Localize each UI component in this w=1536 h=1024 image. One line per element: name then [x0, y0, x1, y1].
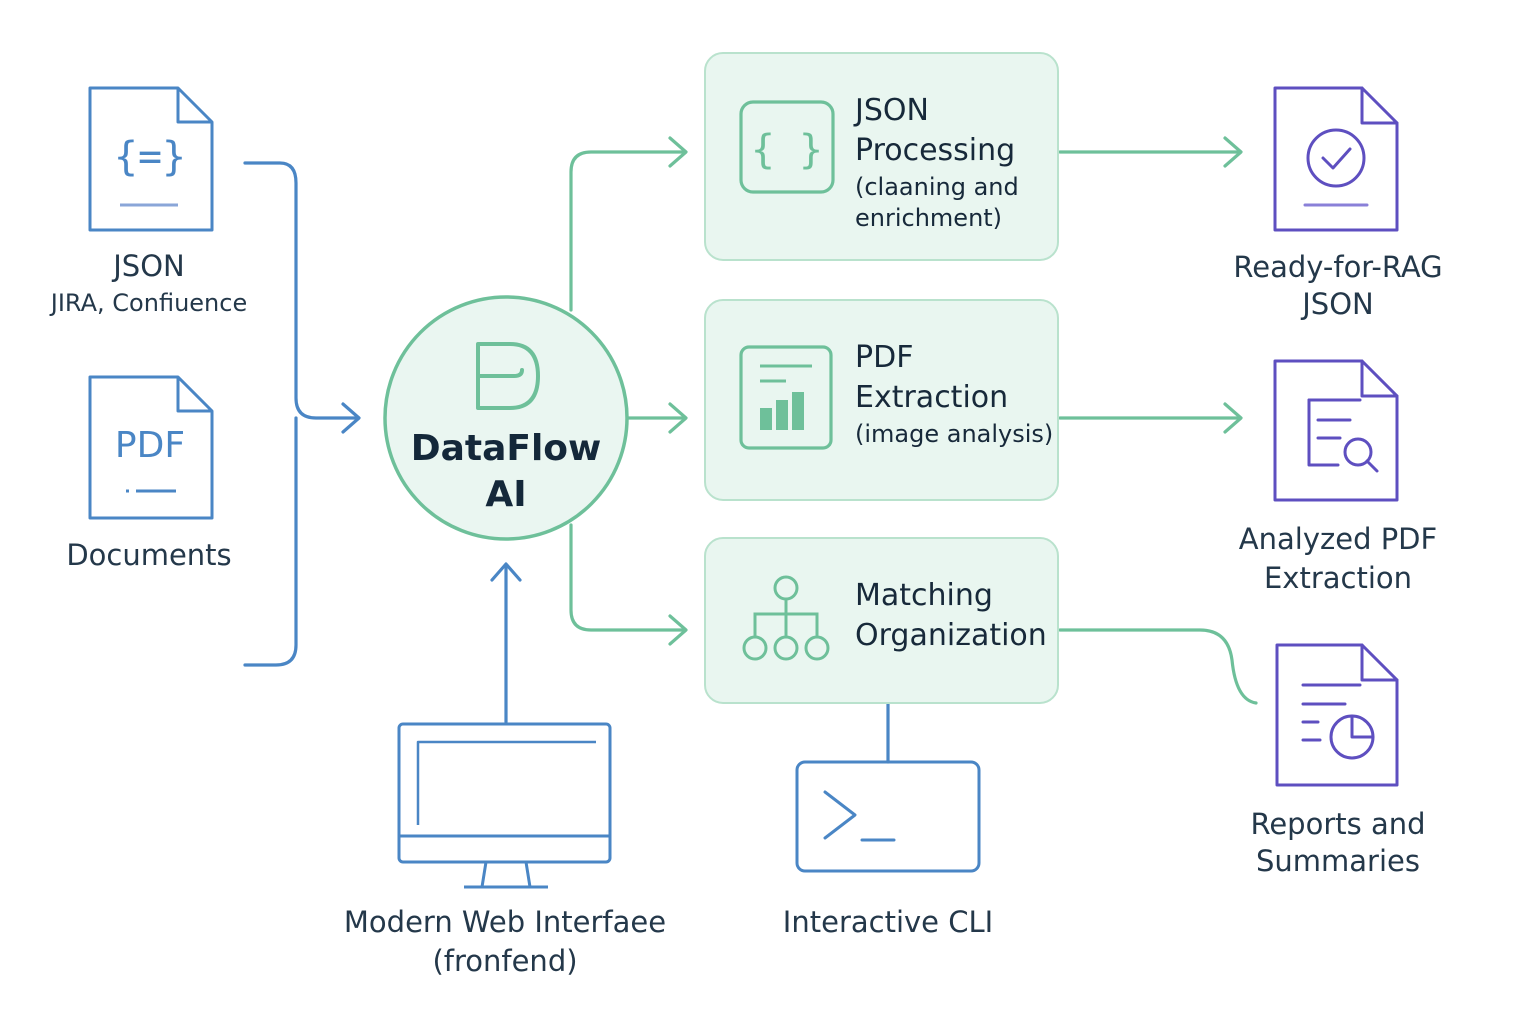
web-interface-label-line1: Modern Web Interfaee [343, 905, 667, 939]
hub-to-matching-connector [569, 523, 687, 632]
braces-icon-glyph: { } [751, 127, 823, 173]
json-file-icon-glyph: {=} [114, 134, 186, 180]
pdf-extraction-box [704, 299, 1059, 501]
connectors [243, 136, 1258, 764]
json-processing-box [704, 52, 1059, 261]
json-source-subtitle: JIRA, Confiuence [50, 289, 248, 317]
dataflow-hub-circle [383, 295, 629, 541]
braces-icon [739, 100, 835, 194]
cli-label: Interactive CLI [782, 905, 994, 939]
search-document-icon [1273, 359, 1399, 502]
checkmark-document-icon [1273, 86, 1399, 232]
ready-for-rag-label-line2: JSON [1302, 287, 1374, 321]
pdf-extraction-to-output-arrowhead [1223, 402, 1243, 434]
source-merge-brace [243, 161, 360, 667]
json-processing-title-line1: JSON [855, 93, 929, 128]
json-processing-to-output-arrowhead [1223, 136, 1243, 168]
web-interface-label-line2: (fronfend) [432, 944, 578, 978]
pdf-file-icon-glyph: PDF [115, 425, 185, 466]
json-source-title: JSON [113, 249, 185, 283]
json-processing-title-line2: Processing [855, 133, 1016, 168]
json-processing-subtitle-line1: (claaning and [855, 173, 1019, 201]
analyzed-pdf-label-line2: Extraction [1263, 561, 1413, 595]
web-to-hub-arrowhead [490, 562, 522, 582]
matching-title-line1: Matching [855, 578, 993, 613]
json-file-icon [88, 86, 214, 232]
hub-to-pdf-extraction-arrowhead [668, 402, 688, 434]
reports-label-line2: Summaries [1256, 844, 1420, 878]
analyzed-pdf-label-line1: Analyzed PDF [1238, 522, 1438, 556]
hub-to-matching-arrowhead [668, 614, 688, 646]
json-processing-subtitle-line2: enrichment) [855, 204, 1003, 232]
hierarchy-icon [742, 575, 830, 661]
hub-to-json-processing-connector [569, 150, 687, 312]
reports-label-line1: Reports and [1250, 807, 1426, 841]
bar-chart-icon [739, 345, 833, 450]
pdf-file-icon [88, 375, 214, 520]
hub-title-line1: DataFlow [410, 428, 602, 469]
pie-chart-document-icon [1275, 643, 1399, 787]
pdf-extraction-subtitle: (image analysis) [855, 420, 1054, 448]
pdf-extraction-title-line2: Extraction [855, 380, 1009, 415]
hub-to-json-processing-arrowhead [668, 136, 688, 168]
terminal-icon [795, 760, 981, 873]
dataflow-logo-icon [476, 342, 540, 410]
source-merge-arrowhead [341, 402, 361, 434]
pdf-extraction-title-line1: PDF [855, 340, 914, 375]
monitor-icon [397, 722, 612, 889]
matching-to-reports-connector [1058, 628, 1258, 705]
matching-title-line2: Organization [855, 618, 1047, 653]
ready-for-rag-label-line1: Ready-for-RAG [1233, 250, 1443, 284]
hub-title-line2: AI [485, 474, 527, 515]
documents-source-title: Documents [66, 538, 232, 572]
